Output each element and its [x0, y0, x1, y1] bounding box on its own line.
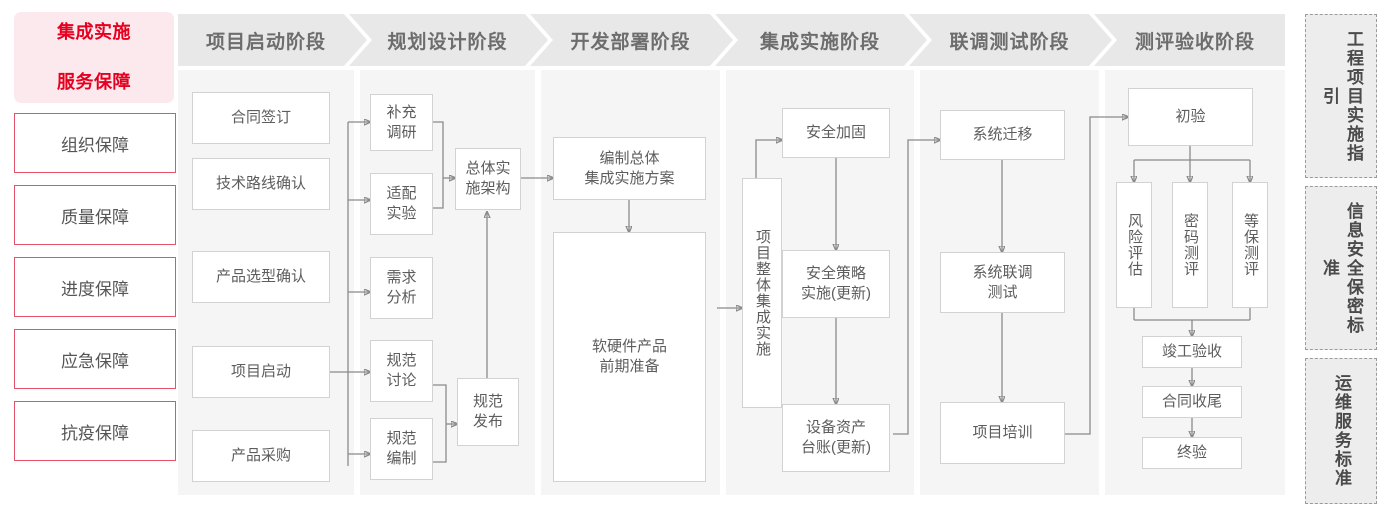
chevron-right-icon-2 — [525, 14, 555, 66]
node-risk-assessment[interactable]: 风险评估 — [1116, 182, 1152, 308]
rail-item-quality[interactable]: 质量保障 — [14, 185, 176, 245]
phase-header-4-label: 集成实施阶段 — [759, 31, 880, 53]
diagram-title-line1: 集成实施 — [57, 22, 131, 42]
node-overall-architecture[interactable]: 总体实施架构 — [455, 148, 521, 210]
phase-header-5[interactable]: 联调测试阶段 — [920, 14, 1099, 66]
node-project-training[interactable]: 项目培训 — [940, 402, 1065, 464]
phase-header-6[interactable]: 测评验收阶段 — [1105, 14, 1285, 66]
legend-ops-standard[interactable]: 运维服务标准 — [1305, 358, 1377, 504]
rail-item-organization[interactable]: 组织保障 — [14, 113, 176, 173]
diagram-title: 集成实施 服务保障 — [14, 12, 174, 103]
legend-engineering-guide-label: 工程项目实施指引 — [1320, 29, 1363, 163]
phase-header-5-label: 联调测试阶段 — [949, 31, 1070, 53]
node-spec-discussion-label: 规范讨论 — [386, 352, 417, 389]
node-spec-discussion[interactable]: 规范讨论 — [370, 340, 433, 402]
rail-item-epidemic[interactable]: 抗疫保障 — [14, 401, 176, 461]
phase-header-6-label: 测评验收阶段 — [1134, 31, 1255, 53]
assurance-rail: 集成实施 服务保障 组织保障 质量保障 进度保障 应急保障 抗疫保障 — [14, 12, 176, 504]
node-crypto-evaluation[interactable]: 密码测评 — [1172, 182, 1208, 308]
phase-header-2-label: 规划设计阶段 — [387, 31, 508, 53]
node-requirement-analysis[interactable]: 需求分析 — [370, 257, 433, 319]
phase-header-1-label: 项目启动阶段 — [205, 31, 326, 53]
node-hw-sw-preparation-label: 软硬件产品前期准备 — [591, 338, 667, 375]
node-joint-debug-test-label: 系统联调测试 — [972, 263, 1033, 301]
node-project-kickoff[interactable]: 项目启动 — [192, 346, 330, 398]
node-supplementary-research-label: 补充调研 — [386, 103, 417, 141]
legend-engineering-guide[interactable]: 工程项目实施指引 — [1305, 14, 1377, 178]
diagram-title-line2: 服务保障 — [57, 72, 131, 92]
node-product-procurement[interactable]: 产品采购 — [192, 430, 330, 482]
node-joint-debug-test[interactable]: 系统联调测试 — [940, 252, 1065, 313]
chevron-right-icon-4 — [904, 14, 934, 66]
phase-header-1[interactable]: 项目启动阶段 — [178, 14, 354, 66]
node-spec-release[interactable]: 规范发布 — [457, 378, 519, 446]
node-spec-drafting[interactable]: 规范编制 — [370, 418, 433, 480]
phase-header-3-label: 开发部署阶段 — [570, 31, 691, 53]
node-requirement-analysis-label: 需求分析 — [386, 269, 417, 306]
node-system-migration[interactable]: 系统迁移 — [940, 110, 1065, 160]
node-overall-architecture-label: 总体实施架构 — [465, 160, 511, 197]
node-product-selection[interactable]: 产品选型确认 — [192, 251, 330, 303]
node-hw-sw-preparation[interactable]: 软硬件产品前期准备 — [553, 232, 706, 482]
rail-item-emergency[interactable]: 应急保障 — [14, 329, 176, 389]
node-asset-ledger-label: 设备资产台账(更新) — [801, 419, 871, 456]
legend-infosec-standard-label: 信息安全保密标准 — [1320, 201, 1363, 335]
chevron-right-icon-5 — [1089, 14, 1119, 66]
node-spec-drafting-label: 规范编制 — [386, 430, 417, 467]
node-adaptation-test[interactable]: 适配实验 — [370, 173, 433, 235]
phase-header-4[interactable]: 集成实施阶段 — [726, 14, 914, 66]
node-contract-closure[interactable]: 合同收尾 — [1142, 386, 1242, 418]
node-security-policy-label: 安全策略实施(更新) — [801, 265, 871, 302]
node-overall-plan-drafting-label: 编制总体集成实施方案 — [584, 149, 675, 187]
node-mlps-evaluation[interactable]: 等保测评 — [1232, 182, 1268, 308]
node-final-acceptance[interactable]: 终验 — [1142, 437, 1242, 469]
node-adaptation-test-label: 适配实验 — [386, 185, 417, 222]
node-security-policy[interactable]: 安全策略实施(更新) — [782, 250, 890, 318]
node-spec-release-label: 规范发布 — [472, 393, 503, 430]
chevron-right-icon-1 — [344, 14, 374, 66]
node-final-inspection[interactable]: 竣工验收 — [1142, 336, 1242, 368]
node-overall-plan-drafting[interactable]: 编制总体集成实施方案 — [553, 137, 706, 200]
node-tech-route-confirm[interactable]: 技术路线确认 — [192, 158, 330, 210]
node-preliminary-acceptance[interactable]: 初验 — [1128, 88, 1253, 146]
node-supplementary-research[interactable]: 补充调研 — [370, 94, 433, 151]
legend-infosec-standard[interactable]: 信息安全保密标准 — [1305, 186, 1377, 350]
rail-item-schedule[interactable]: 进度保障 — [14, 257, 176, 317]
node-security-hardening[interactable]: 安全加固 — [782, 108, 890, 158]
node-contract-signing[interactable]: 合同签订 — [192, 92, 330, 144]
legend-ops-standard-label: 运维服务标准 — [1332, 374, 1351, 488]
node-overall-integration[interactable]: 项目整体集成实施 — [742, 178, 782, 408]
node-asset-ledger[interactable]: 设备资产台账(更新) — [782, 404, 890, 472]
phase-header-2[interactable]: 规划设计阶段 — [360, 14, 535, 66]
chevron-right-icon-3 — [710, 14, 740, 66]
phase-header-3[interactable]: 开发部署阶段 — [541, 14, 720, 66]
